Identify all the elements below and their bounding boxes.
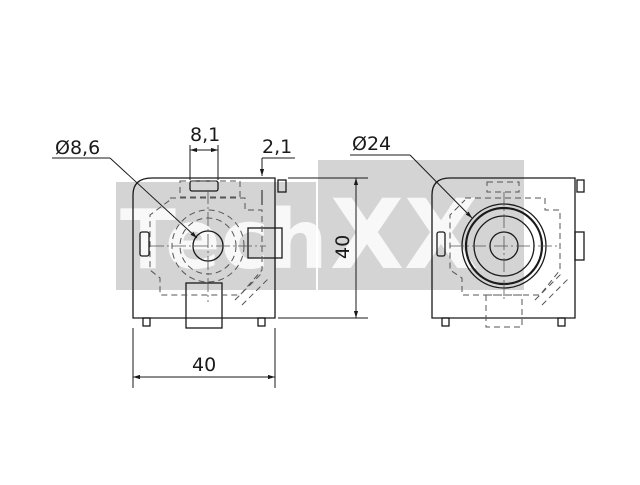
label-height: 40 [332, 235, 354, 259]
right-right-boss [574, 231, 585, 261]
right-hidden-top-rect [486, 181, 520, 193]
right-foot-1 [441, 317, 450, 327]
left-dimension-labels: Ø8,6 8,1 2,1 40 40 [55, 124, 354, 376]
right-side-slot [436, 231, 446, 257]
left-view-outline [132, 177, 276, 319]
left-bottom-boss [185, 282, 223, 329]
left-hidden-top-rect [179, 180, 241, 198]
right-hidden-bottom-rect [485, 294, 523, 328]
right-tab-top [576, 179, 585, 193]
left-tab-top [277, 179, 287, 193]
leader-hole-diag [109, 157, 198, 239]
watermark: Tech XX [116, 160, 524, 291]
left-hidden-profile [149, 197, 263, 296]
left-view [132, 177, 287, 329]
left-dimensions [52, 145, 368, 388]
right-hidden-corner [534, 272, 571, 306]
label-offset: 2,1 [262, 136, 292, 158]
right-dimensions [350, 154, 473, 219]
label-ring-diameter: Ø24 [352, 133, 391, 155]
label-slot-width: 8,1 [190, 124, 220, 146]
left-hidden-corner [234, 272, 271, 306]
left-right-boss [247, 227, 283, 259]
leader-ring-diag [409, 154, 473, 219]
left-foot-1 [142, 317, 151, 327]
label-hole-diameter: Ø8,6 [55, 137, 100, 159]
left-foot-2 [257, 317, 266, 327]
right-view [431, 177, 585, 328]
right-view-outline [431, 177, 576, 319]
watermark-text-left: Tech [120, 193, 328, 288]
left-side-slot [139, 231, 150, 257]
right-foot-2 [557, 317, 566, 327]
label-width: 40 [192, 354, 216, 376]
